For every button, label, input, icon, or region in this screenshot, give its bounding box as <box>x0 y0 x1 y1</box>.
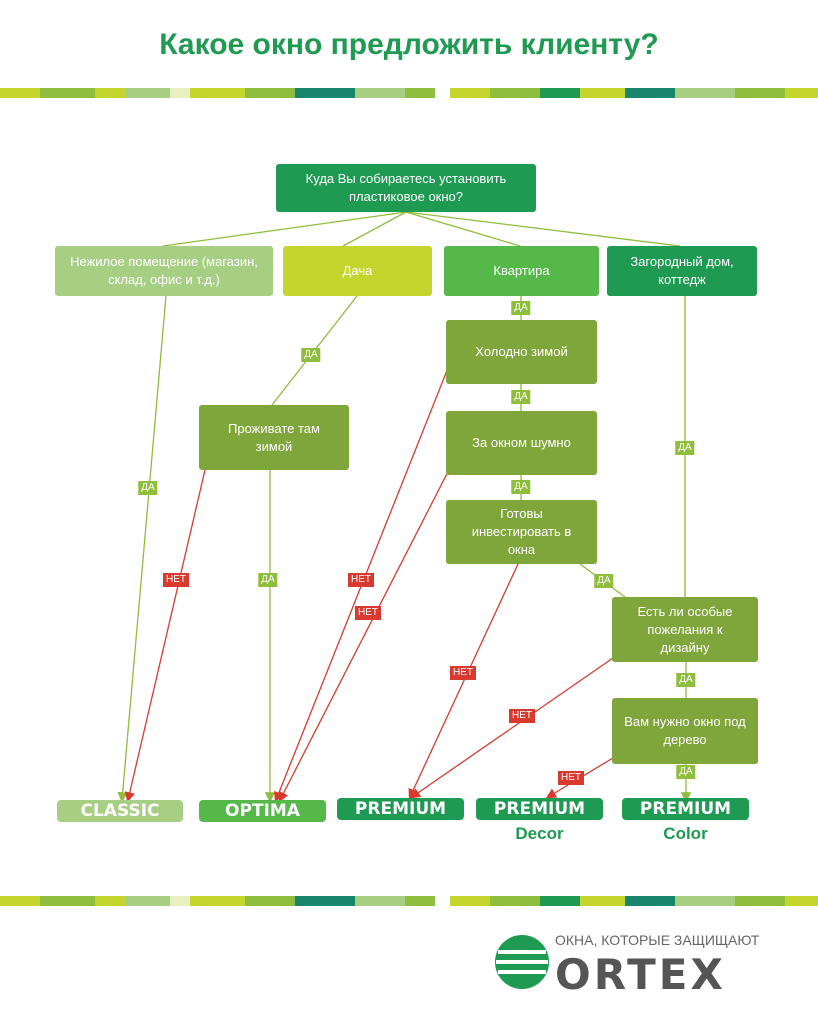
no-badge: НЕТ <box>558 771 584 785</box>
product-premium-decor-sub: Decor <box>515 824 564 843</box>
node-dacha: Дача <box>283 246 432 296</box>
product-optima: OPTIMA <box>199 800 326 822</box>
node-design-wishes: Есть ли особые пожелания к дизайну <box>612 597 758 662</box>
product-premium: PREMIUM <box>337 798 464 820</box>
bottom-stripe <box>0 896 818 906</box>
node-nonresidential: Нежилое помещение (магазин, склад, офис … <box>55 246 273 296</box>
yes-badge: ДА <box>675 441 695 455</box>
brand-tagline: ОКНА, КОТОРЫЕ ЗАЩИЩАЮТ <box>555 932 760 948</box>
product-premium-color: PREMIUM <box>622 798 749 820</box>
node-wood-look: Вам нужно окно под дерево <box>612 698 758 764</box>
yes-badge: ДА <box>138 481 158 495</box>
top-stripe <box>0 88 818 98</box>
ortex-logo-icon <box>495 935 549 989</box>
yes-badge: ДА <box>511 480 531 494</box>
page-title: Какое окно предложить клиенту? <box>159 28 659 61</box>
yes-badge: ДА <box>676 765 696 779</box>
product-premium-decor: PREMIUM <box>476 798 603 820</box>
node-live-winter: Проживате там зимой <box>199 405 349 470</box>
yes-badge: ДА <box>511 390 531 404</box>
yes-badge: ДА <box>511 301 531 315</box>
product-classic: CLASSIC <box>57 800 183 822</box>
yes-badge: ДА <box>594 574 614 588</box>
node-cold-winter: Холодно зимой <box>446 320 597 384</box>
yes-badge: ДА <box>676 673 696 687</box>
node-apartment: Квартира <box>444 246 599 296</box>
node-noisy: За окном шумно <box>446 411 597 475</box>
no-badge: НЕТ <box>509 709 535 723</box>
no-badge: НЕТ <box>355 606 381 620</box>
node-country-house: Загородный дом, коттедж <box>607 246 757 296</box>
no-badge: НЕТ <box>450 666 476 680</box>
node-invest: Готовы инвестировать в окна <box>446 500 597 564</box>
no-badge: НЕТ <box>163 573 189 587</box>
yes-badge: ДА <box>258 573 278 587</box>
yes-badge: ДА <box>301 348 321 362</box>
node-root: Куда Вы собираетесь установить пластиков… <box>276 164 536 212</box>
product-premium-color-sub: Color <box>663 824 708 843</box>
no-badge: НЕТ <box>348 573 374 587</box>
brand-name: ORTEX <box>555 950 726 999</box>
